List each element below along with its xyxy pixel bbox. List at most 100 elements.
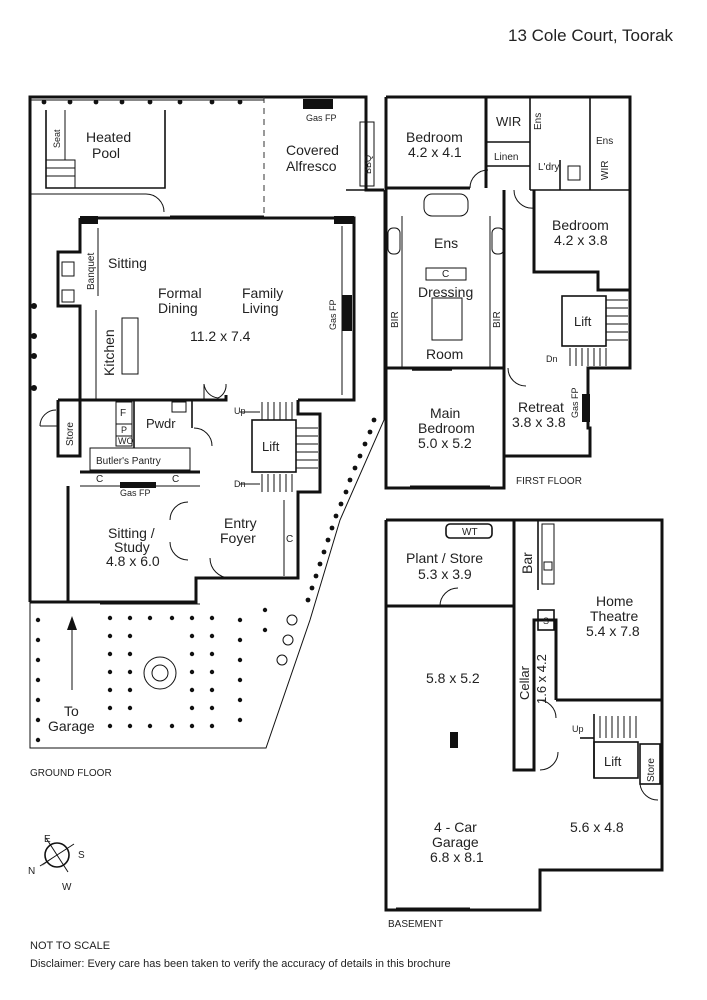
wo-label: WO (118, 436, 134, 446)
cellar-label-2: 1.6 x 4.2 (534, 654, 549, 704)
address-title: 13 Cole Court, Toorak (508, 26, 674, 45)
plant-store-label-1: Plant / Store (406, 550, 483, 566)
entry-double-door (203, 383, 227, 400)
ensuite-c-cabinet (425, 267, 467, 281)
bedroom1-door (469, 169, 489, 189)
ensuite-c-label: C (442, 269, 449, 280)
basement-stairs (599, 716, 637, 738)
main-bedroom-label-3: 5.0 x 5.2 (418, 435, 472, 451)
basement-store-door (639, 783, 659, 801)
main-bedroom-label-1: Main (430, 405, 460, 421)
garden-hedge-dots (35, 607, 268, 743)
ensuite-vanity-right (491, 227, 505, 255)
first-floor-label: FIRST FLOOR (516, 476, 582, 487)
covered-alfresco-label-1: Covered (286, 142, 339, 158)
plant-store-label-2: 5.3 x 3.9 (418, 566, 472, 582)
heated-pool-label-2: Pool (92, 145, 120, 161)
seat-label: Seat (52, 129, 62, 148)
ens-label-2: Ens (596, 136, 613, 147)
cellar-s-cabinet (537, 609, 555, 631)
living-wall-block-left (80, 216, 98, 224)
dressing-label: Dressing (418, 284, 473, 300)
cellar-s-label: S (543, 616, 549, 626)
cellar-door (537, 699, 557, 719)
basement-area2-label: 5.6 x 4.8 (570, 819, 624, 835)
pwdr-door (193, 427, 213, 447)
kitchen-label: Kitchen (101, 329, 117, 376)
ground-dn-label: Dn (234, 479, 246, 489)
garage-lobby-door (539, 751, 559, 771)
entry-foyer-label-1: Entry (224, 515, 257, 531)
pool-gate (145, 193, 165, 213)
butlers-pantry-label: Butler's Pantry (96, 456, 161, 467)
family-living-label-2: Living (242, 300, 279, 316)
wt-label: WT (462, 527, 478, 538)
kitchen-island (121, 317, 139, 375)
alfresco-fireplace (303, 99, 333, 109)
bar-label: Bar (519, 552, 535, 574)
entry-c-label: C (286, 534, 293, 545)
ensuite-vanity-left (387, 227, 401, 255)
ground-floor-label: GROUND FLOOR (30, 768, 112, 779)
garden-feature-tree (143, 656, 177, 690)
store-door (39, 409, 58, 427)
water-tank (445, 523, 493, 539)
first-lift-box (561, 295, 607, 347)
pwdr-label: Pwdr (146, 416, 176, 431)
first-outer-wall (384, 95, 632, 490)
basement-store (639, 743, 661, 785)
first-dn-label: Dn (546, 354, 558, 364)
garage-label-3: 6.8 x 8.1 (430, 849, 484, 865)
retreat-door (507, 367, 527, 387)
basement-store-label: Store (646, 758, 657, 782)
alfresco-gas-fp-label: Gas FP (306, 113, 337, 123)
retreat-label-2: 3.8 x 3.8 (512, 414, 566, 430)
laundry-machine (567, 165, 581, 181)
ldry-label: L'dry (538, 162, 559, 173)
entry-wall-right (230, 400, 322, 580)
first-lift-label: Lift (574, 314, 592, 329)
basement-outer-wall (384, 518, 664, 912)
bbq-counter (359, 121, 375, 187)
bedroom1-label-2: 4.2 x 4.1 (408, 144, 462, 160)
cellar-label-1: Cellar (517, 665, 532, 700)
front-door (209, 557, 231, 579)
disclaimer-note: Disclaimer: Every care has been taken to… (30, 958, 451, 970)
first-floor-plan (384, 95, 632, 490)
bedroom2-door (513, 189, 535, 209)
sitting-study-label-2: Study (114, 539, 150, 555)
banquet-label: Banquet (86, 253, 97, 290)
compass: E N S W (28, 834, 85, 893)
living-wall-block-right (334, 216, 354, 224)
pool-steps (46, 159, 76, 188)
covered-alfresco-label-2: Alfresco (286, 158, 337, 174)
room-labels: Heated Pool Seat Covered Alfresco Gas FP… (30, 113, 657, 930)
ground-stairs-up (261, 402, 318, 492)
first-stairs (569, 299, 628, 366)
ground-lift-label: Lift (262, 439, 280, 454)
family-living-label-1: Family (242, 285, 283, 301)
compass-w: W (62, 882, 72, 893)
linen-label: Linen (494, 152, 518, 163)
sitting-label: Sitting (108, 255, 147, 271)
heated-pool-label-1: Heated (86, 129, 131, 145)
basement-plan (384, 518, 664, 912)
wir-label-1: WIR (496, 114, 521, 129)
compass-n: N (28, 866, 35, 877)
living-size-label: 11.2 x 7.4 (190, 328, 251, 344)
pantry-c-right: C (172, 474, 179, 485)
cellar-wall (512, 606, 558, 772)
living-fireplace (342, 295, 352, 331)
home-theatre-label-2: Theatre (590, 608, 638, 624)
pantry-c-left: C (96, 474, 103, 485)
bedroom2-wall (532, 190, 630, 292)
ground-floor-plan (28, 95, 385, 749)
retreat-label-1: Retreat (518, 399, 564, 415)
basement-up-label: Up (572, 724, 584, 734)
garage-column (450, 732, 458, 748)
retreat-fireplace (582, 394, 590, 422)
ens-label-1: Ens (533, 113, 544, 130)
entry-foyer-label-2: Foyer (220, 530, 256, 546)
living-outline (80, 216, 356, 402)
